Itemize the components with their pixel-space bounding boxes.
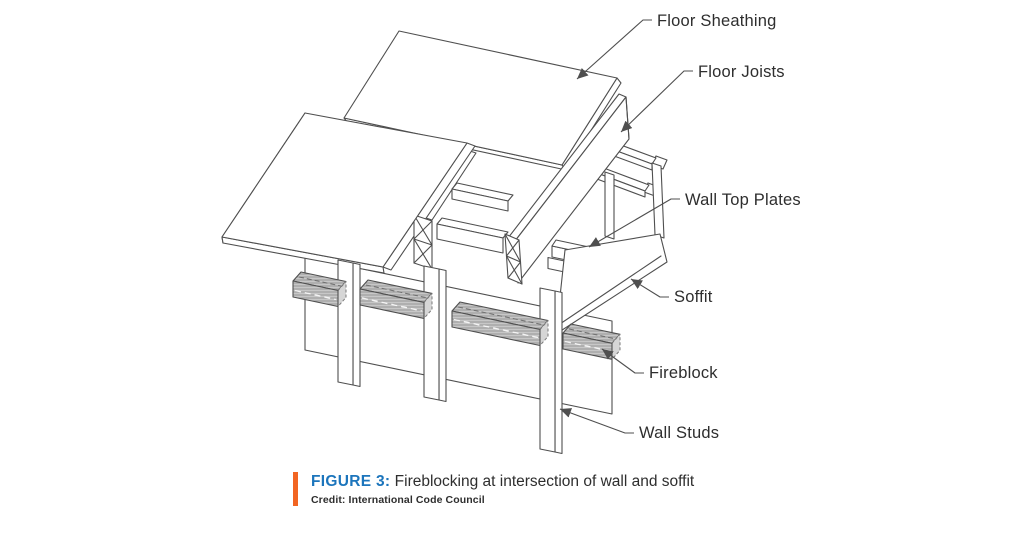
fireblock-segments <box>292 271 621 360</box>
figure-credit: Credit: International Code Council <box>311 494 485 506</box>
floor-sheathing-front-panel <box>221 112 468 274</box>
figure-number-label: FIGURE 3: <box>311 473 391 490</box>
fireblock-board <box>451 301 549 347</box>
floor-joist-blocking-group <box>382 142 514 271</box>
floor-joists-leader <box>620 70 693 133</box>
label-soffit: Soffit <box>674 288 713 306</box>
caption-accent-bar <box>293 472 298 506</box>
wall-stud <box>337 259 361 388</box>
fireblock-board <box>292 271 347 308</box>
label-wall-studs: Wall Studs <box>639 424 719 442</box>
figure-caption: FIGURE 3: Fireblocking at intersection o… <box>293 472 694 506</box>
label-fireblock: Fireblock <box>649 364 718 382</box>
soffit-framing-ladder <box>596 140 668 240</box>
wall-top-plates-leader <box>588 198 680 248</box>
caption-line: FIGURE 3: Fireblocking at intersection o… <box>311 473 694 491</box>
wall-studs-leader <box>559 408 634 434</box>
joist-end-x-mark <box>504 233 523 285</box>
fireblock-board <box>562 323 621 360</box>
soffit-leader <box>630 278 669 298</box>
soffit-panel <box>553 233 668 335</box>
leader-lines <box>559 19 693 434</box>
callout-labels: Floor Sheathing Floor Joists Wall Top Pl… <box>639 12 801 442</box>
joist-end-x-mark <box>413 214 433 270</box>
fireblock-board <box>359 279 433 319</box>
wall-stud <box>539 287 563 455</box>
figure-title: Fireblocking at intersection of wall and… <box>394 473 695 490</box>
label-wall-top-plates: Wall Top Plates <box>685 191 801 209</box>
floor-sheathing-leader <box>576 19 652 80</box>
label-floor-joists: Floor Joists <box>698 63 785 81</box>
wall-stud <box>423 265 447 403</box>
fireblock-leader <box>601 348 644 374</box>
label-floor-sheathing: Floor Sheathing <box>657 12 777 30</box>
floor-joist-board <box>504 93 630 285</box>
